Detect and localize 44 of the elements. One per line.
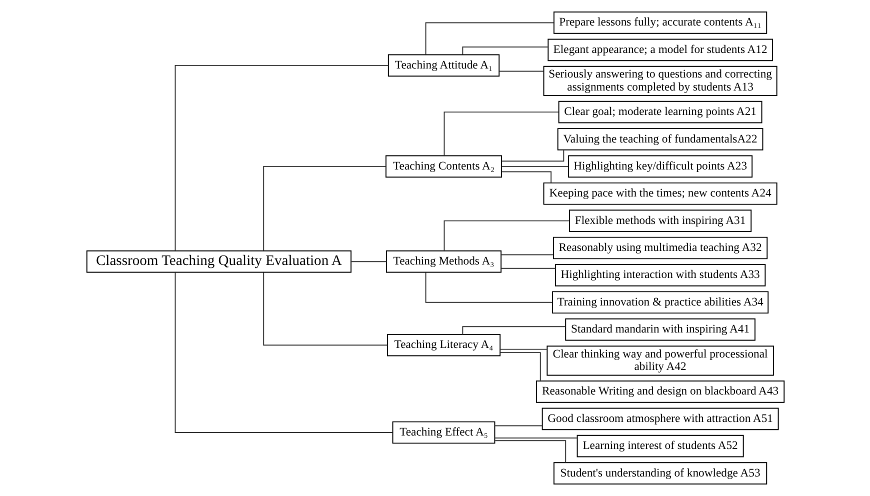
- node-box: Prepare lessons fully; accurate contents A₁₁: [552, 12, 767, 34]
- node-box: Valuing the teaching of fundamentalsA22: [556, 128, 763, 150]
- node-box: Teaching Attitude A₁: [387, 54, 500, 77]
- node-box: Training innovation & practice abilities A34: [552, 291, 768, 314]
- node-box: Highlighting key/difficult points A23: [568, 155, 752, 178]
- connector: [494, 440, 566, 464]
- connector: [262, 166, 386, 252]
- connector: [262, 272, 388, 346]
- node-box: Learning interest of students A52: [576, 434, 744, 458]
- connector: [498, 70, 544, 72]
- connector: [500, 171, 552, 184]
- connector: [494, 425, 542, 426]
- node-box: Clear thinking way and powerful processional ability A42: [546, 346, 774, 376]
- connector: [174, 272, 393, 433]
- node-box: Good classroom atmosphere with attraction A51: [541, 408, 778, 430]
- node-box: Reasonably using multimedia teaching A32: [552, 236, 768, 260]
- node-box: Teaching Methods A₃: [385, 250, 502, 273]
- node-box: Classroom Teaching Quality Evaluation A: [86, 250, 351, 273]
- node-box: Teaching Contents A₂: [385, 155, 502, 178]
- connector: [500, 268, 556, 269]
- connector: [174, 64, 388, 252]
- connector: [350, 261, 386, 262]
- node-box: Elegant appearance; a model for students A12: [547, 38, 772, 62]
- node-box: Flexible methods with inspiring A31: [568, 210, 752, 232]
- node-box: Reasonable Writing and design on blackboard A43: [536, 380, 784, 403]
- connector: [499, 352, 540, 382]
- connector: [424, 22, 554, 56]
- connector: [443, 220, 570, 252]
- node-box: Teaching Literacy A₄: [386, 334, 500, 356]
- node-box: Keeping pace with the times; new contents A24: [542, 182, 777, 205]
- connector: [500, 150, 564, 162]
- node-box: Seriously answering to questions and correcting assignments completed by students A13: [542, 66, 777, 96]
- node-box: Highlighting interaction with students A33: [554, 264, 766, 286]
- connector: [500, 166, 568, 167]
- connector: [499, 348, 548, 350]
- connector: [462, 46, 548, 55]
- connector: [500, 254, 554, 256]
- connector: [462, 326, 566, 335]
- node-box: Clear goal; moderate learning points A21: [558, 100, 762, 124]
- node-box: Teaching Effect A₅: [392, 421, 495, 444]
- node-box: Standard mandarin with inspiring A41: [564, 318, 755, 341]
- node-box: Student's understanding of knowledge A53: [552, 462, 767, 484]
- connector: [424, 272, 552, 303]
- connector: [443, 112, 559, 156]
